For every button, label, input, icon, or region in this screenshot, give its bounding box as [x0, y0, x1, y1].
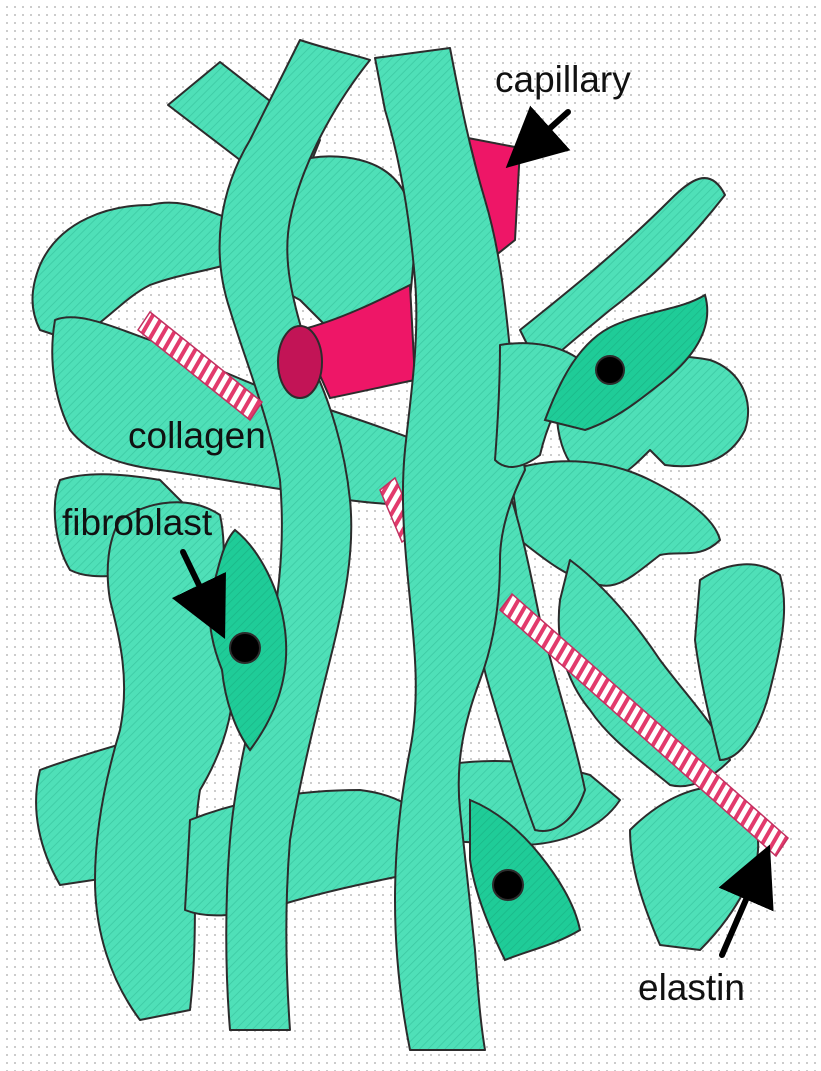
elastin-label: elastin [638, 967, 745, 1008]
fibroblast-nucleus [230, 633, 260, 663]
capillary-arrow [528, 112, 568, 148]
fibroblast-label: fibroblast [62, 502, 213, 543]
capillary-vessel-end [278, 326, 322, 398]
collagen-fiber [510, 461, 720, 586]
collagen-fiber [95, 502, 234, 1020]
fibroblast-nucleus [493, 870, 523, 900]
collagen-fiber [185, 790, 430, 915]
capillary-label: capillary [495, 59, 631, 100]
collagen-label: collagen [128, 415, 266, 456]
fibroblast-nucleus [596, 356, 624, 384]
